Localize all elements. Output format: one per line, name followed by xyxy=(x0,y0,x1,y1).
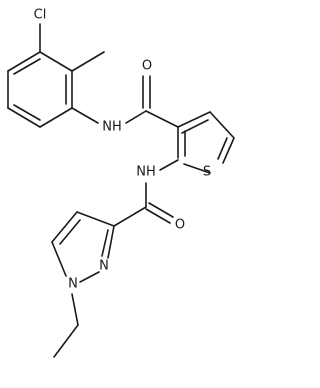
bond xyxy=(101,229,109,257)
bond xyxy=(59,219,81,245)
bond xyxy=(209,111,235,139)
bond xyxy=(181,119,209,134)
bond-nh-carbonyl xyxy=(125,110,147,124)
molecule-diagram: Cl NH O S NH O N N xyxy=(7,8,235,358)
bond xyxy=(79,271,100,283)
bond-ring-nh xyxy=(71,107,99,124)
oxygen-upper-label: O xyxy=(142,59,152,74)
bond xyxy=(51,241,67,277)
chlorine-label: Cl xyxy=(34,8,47,23)
bond xyxy=(222,137,235,164)
bond xyxy=(51,211,78,243)
bond xyxy=(7,107,41,128)
bond xyxy=(7,51,41,72)
phenyl-ring xyxy=(7,51,73,128)
nh-thiophene-label: NH xyxy=(136,165,156,180)
oxygen-lower-label: O xyxy=(175,218,185,233)
bond xyxy=(39,51,73,72)
nitrogen-2-label: N xyxy=(99,259,109,274)
bond-carbonyl-thiophene xyxy=(145,110,179,128)
sulfur-label: S xyxy=(203,165,211,180)
bond xyxy=(177,111,211,128)
pyrazole-ring xyxy=(51,211,115,283)
bond-ethyl xyxy=(71,293,79,326)
bond xyxy=(217,137,228,160)
bond-carbonyl-c-o xyxy=(145,208,171,224)
bond-ethyl xyxy=(53,324,79,358)
bond xyxy=(39,107,73,128)
nitrogen-1-label: N xyxy=(68,277,78,292)
bond-methyl xyxy=(71,51,105,72)
bond-carbonyl-pyrazole xyxy=(113,206,147,227)
thiophene-ring xyxy=(177,111,235,174)
bond xyxy=(183,163,211,174)
bond-thiophene-nh xyxy=(159,159,179,171)
nh-anilide-label: NH xyxy=(102,120,122,135)
bond xyxy=(13,104,41,121)
bond-carbonyl-c-o xyxy=(148,202,174,218)
bond xyxy=(107,225,115,259)
bond xyxy=(13,58,41,75)
bond xyxy=(76,211,115,227)
